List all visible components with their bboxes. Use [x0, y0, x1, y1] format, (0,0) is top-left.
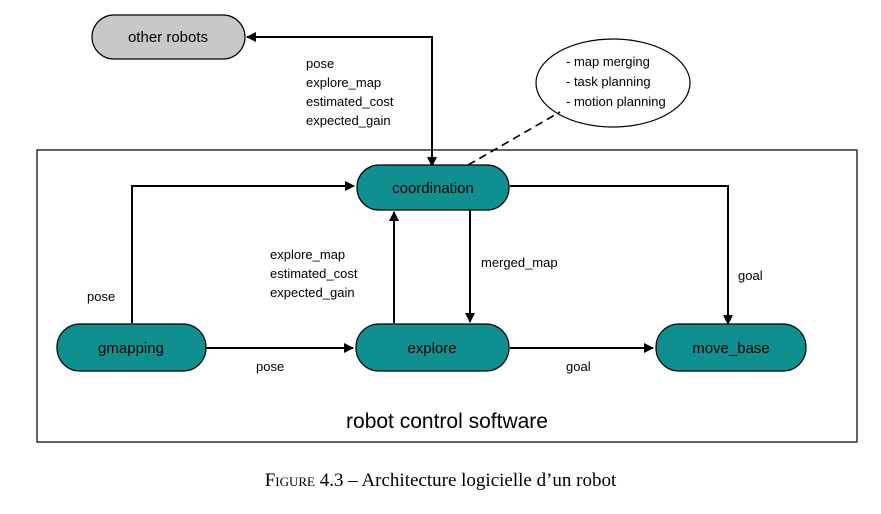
- move-base-label: move_base: [692, 340, 770, 357]
- other-robots-label: other robots: [128, 29, 208, 46]
- label-explore-to-coordination-explore-map: explore_map: [270, 247, 345, 262]
- architecture-diagram: robot control software other robots - ma…: [36, 14, 858, 443]
- label-explore-to-coordination-expected-gain: expected_gain: [270, 285, 355, 300]
- edge-gmapping-to-coordination: [131, 181, 355, 323]
- label-coordination-to-explore: merged_map: [481, 255, 558, 270]
- other-robots-node: [91, 14, 246, 60]
- label-explore-to-move-base: goal: [566, 359, 591, 374]
- label-gmapping-to-coordination: pose: [87, 289, 115, 304]
- label-to-other-robots-estimated-cost: estimated_cost: [306, 94, 394, 109]
- note-line-map-merging: - map merging: [566, 54, 650, 69]
- label-to-other-robots-explore-map: explore_map: [306, 75, 381, 90]
- coordination-node: [356, 164, 510, 211]
- note-connector: [467, 111, 561, 166]
- robot-control-software-title: robot control software: [346, 410, 548, 433]
- label-gmapping-to-explore: pose: [256, 359, 284, 374]
- explore-node: [355, 323, 510, 372]
- gmapping-node: [56, 323, 207, 372]
- explore-label: explore: [407, 340, 456, 357]
- move-base-node: [655, 323, 807, 372]
- robot-control-software-box: [36, 149, 858, 443]
- label-to-other-robots-expected-gain: expected_gain: [306, 113, 391, 128]
- figure-caption-text: – Architecture logicielle d’un robot: [343, 470, 617, 491]
- note-line-motion-planning: - motion planning: [566, 94, 666, 109]
- label-coordination-to-move-base: goal: [738, 268, 763, 283]
- note-line-task-planning: - task planning: [566, 74, 651, 89]
- planning-note-ellipse: [535, 38, 691, 128]
- label-explore-to-coordination-estimated-cost: estimated_cost: [270, 266, 358, 281]
- gmapping-label: gmapping: [98, 340, 164, 357]
- coordination-label: coordination: [392, 180, 474, 197]
- edge-coordination-to-move-base: [510, 185, 733, 325]
- edge-coordination-to-other-robots: [246, 32, 433, 165]
- figure-number: Figure 4.3: [264, 470, 344, 491]
- label-to-other-robots-pose: pose: [306, 56, 334, 71]
- figure-caption: Figure 4.3 – Architecture logicielle d’u…: [0, 470, 881, 492]
